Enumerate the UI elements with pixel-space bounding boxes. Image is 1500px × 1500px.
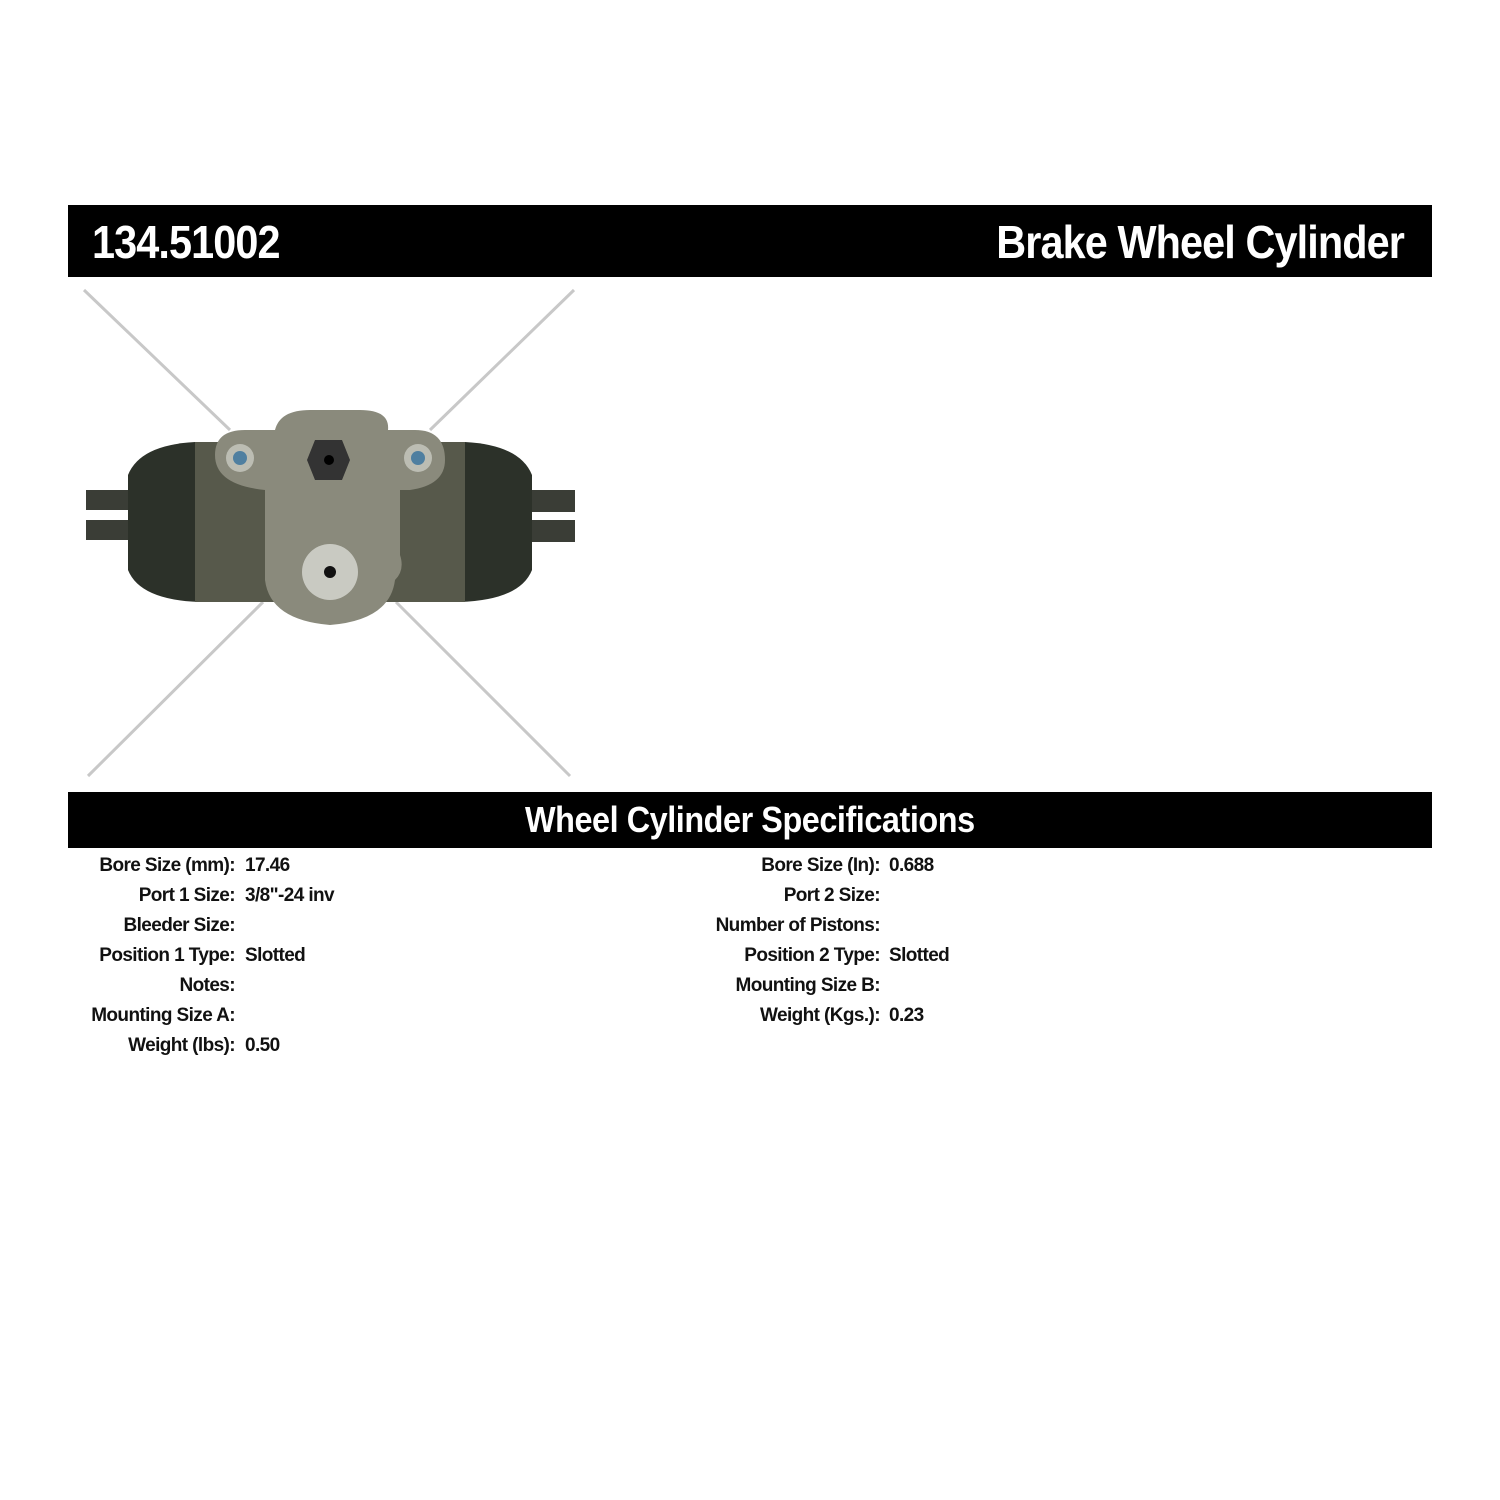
spec-value: 3/8"-24 inv bbox=[245, 885, 335, 906]
spec-row: Position 1 Type: Slotted bbox=[0, 941, 1500, 971]
spec-row: Bleeder Size: bbox=[0, 911, 1500, 941]
crosshair-lines bbox=[82, 288, 576, 778]
spec-label: Port 2 Size: bbox=[783, 885, 881, 906]
spec-value: 0.50 bbox=[245, 1035, 280, 1056]
spec-label: Bore Size (In): bbox=[761, 855, 880, 876]
spec-value: 0.688 bbox=[889, 855, 934, 876]
wheel-cylinder-icon bbox=[86, 410, 575, 625]
title-bar: 134.51002 Brake Wheel Cylinder bbox=[68, 205, 1432, 277]
spec-row: Notes: bbox=[0, 971, 1500, 1001]
specifications-header: Wheel Cylinder Specifications bbox=[68, 792, 1432, 848]
spec-value: 17.46 bbox=[245, 855, 290, 876]
spec-row: Number of Pistons: bbox=[0, 911, 1500, 941]
spec-value: 0.23 bbox=[889, 1005, 924, 1026]
product-type: Brake Wheel Cylinder bbox=[996, 216, 1405, 268]
spec-label: Bleeder Size: bbox=[123, 915, 235, 936]
spec-row: Port 1 Size: 3/8"-24 inv bbox=[0, 881, 1500, 911]
spec-row: Port 2 Size: bbox=[0, 881, 1500, 911]
spec-label: Bore Size (mm): bbox=[99, 855, 235, 876]
spec-label: Mounting Size B: bbox=[735, 975, 881, 996]
spec-label: Position 1 Type: bbox=[99, 945, 235, 966]
spec-label: Mounting Size A: bbox=[91, 1005, 235, 1026]
specifications-title: Wheel Cylinder Specifications bbox=[525, 799, 975, 840]
spec-row: Bore Size (In): 0.688 bbox=[0, 851, 1500, 881]
spec-row: Bore Size (mm): 17.46 bbox=[0, 851, 1500, 881]
spec-row: Weight (lbs): 0.50 bbox=[0, 1031, 1500, 1061]
spec-value: Slotted bbox=[889, 945, 950, 966]
spec-row: Mounting Size B: bbox=[0, 971, 1500, 1001]
spec-label: Number of Pistons: bbox=[715, 915, 881, 936]
spec-label: Notes: bbox=[179, 975, 235, 996]
spec-label: Weight (lbs): bbox=[128, 1035, 235, 1056]
spec-value: Slotted bbox=[245, 945, 306, 966]
spec-label: Position 2 Type: bbox=[744, 945, 880, 966]
spec-row: Mounting Size A: bbox=[0, 1001, 1500, 1031]
part-number: 134.51002 bbox=[92, 216, 281, 268]
spec-row: Position 2 Type: Slotted bbox=[0, 941, 1500, 971]
spec-label: Weight (Kgs.): bbox=[759, 1005, 881, 1026]
spec-row: Weight (Kgs.): 0.23 bbox=[0, 1001, 1500, 1031]
spec-label: Port 1 Size: bbox=[138, 885, 236, 906]
product-image bbox=[82, 288, 576, 778]
